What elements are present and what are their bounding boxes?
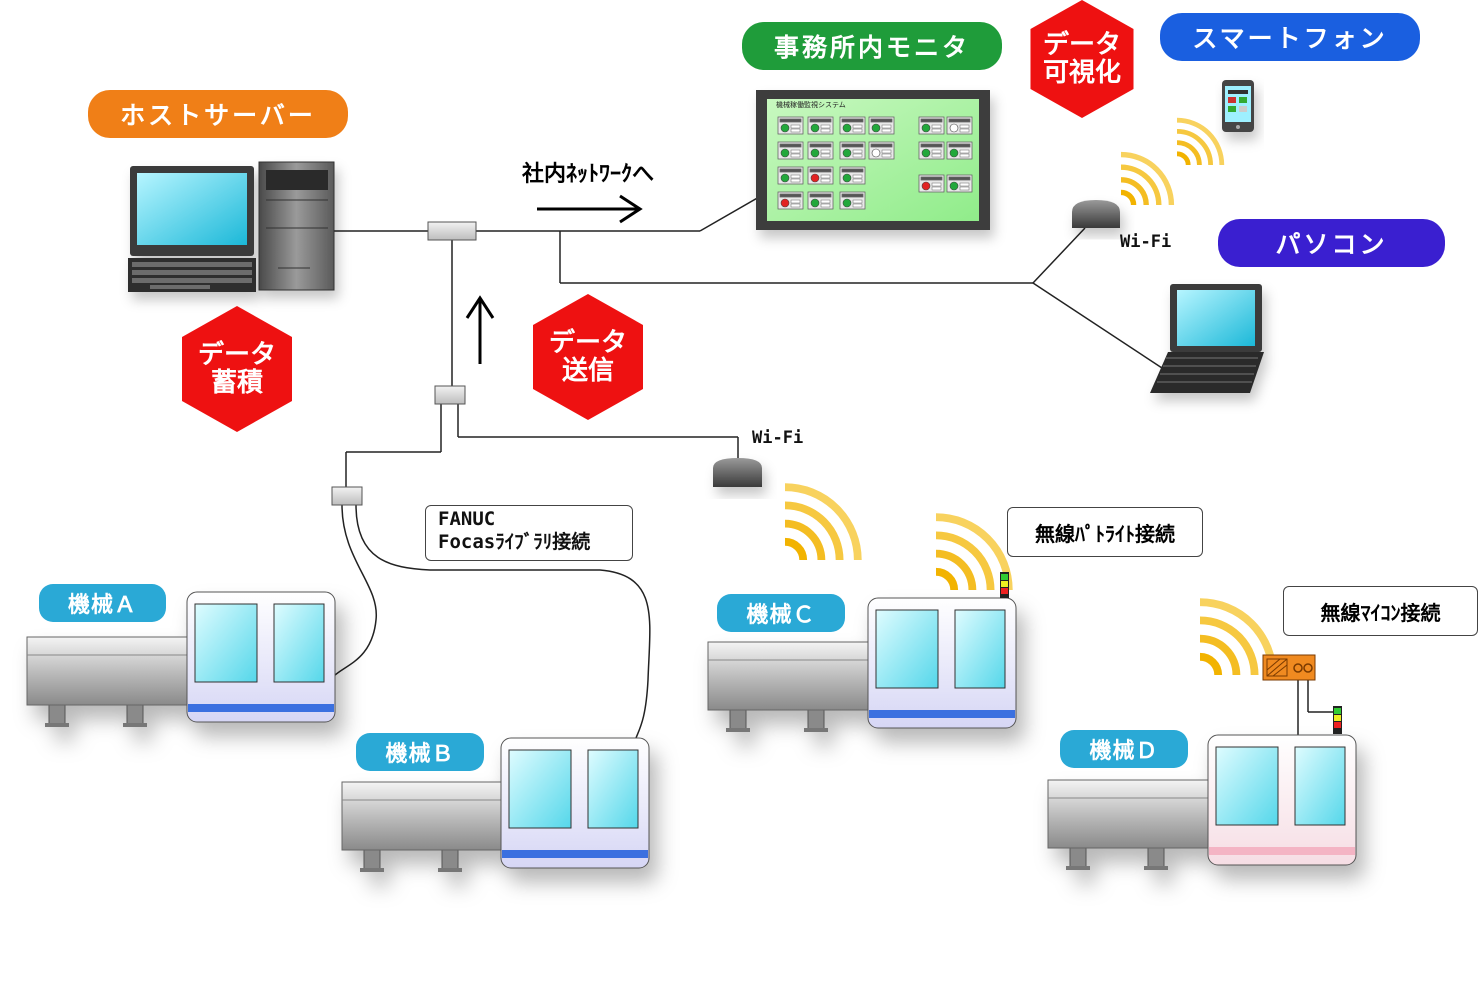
machine-d-icon <box>1047 734 1357 870</box>
machine-a-label: 機械Ａ <box>39 584 166 622</box>
fanuc-line-1: FANUC <box>438 508 496 530</box>
monitor-status-panel <box>946 116 973 135</box>
machine-c-label: 機械Ｃ <box>717 594 845 632</box>
monitor-status-panel <box>777 116 804 135</box>
monitor-status-panel <box>918 116 945 135</box>
wifi-label-top: Wi-Fi <box>1120 232 1172 252</box>
office-monitor-label: 事務所内モニタ <box>742 22 1002 70</box>
monitor-status-panel <box>868 116 895 135</box>
badge-line-2: 送信 <box>561 356 614 386</box>
wifi-waves-ap-top <box>1121 155 1171 205</box>
monitor-status-panel <box>839 141 866 160</box>
fanuc-callout: FANUC Focasﾗｲﾌﾞﾗﾘ接続 <box>425 505 633 561</box>
to-network-label: 社内ﾈｯﾄﾜｰｸへ <box>522 162 655 187</box>
machine-d-label: 機械Ｄ <box>1060 730 1188 768</box>
monitor-screen-title: 機械稼働監視システム <box>776 101 846 109</box>
access-point-top <box>1072 200 1120 228</box>
monitor-status-panel <box>918 174 945 193</box>
arrow-up <box>465 295 495 364</box>
signal-tower-c <box>1000 572 1009 598</box>
badge-line-1: データ <box>548 328 627 358</box>
monitor-status-panel <box>946 141 973 160</box>
wifi-waves-machine-c <box>936 517 1009 590</box>
host-server-label: ホストサーバー <box>88 90 348 138</box>
monitor-status-panel <box>777 191 804 210</box>
monitor-status-panel <box>946 174 973 193</box>
smartphone-label: スマートフォン <box>1160 13 1420 61</box>
badge-line-2: 蓄積 <box>210 368 263 398</box>
monitor-status-panel <box>777 166 804 185</box>
machine-b-label: 機械Ｂ <box>356 733 484 771</box>
badge-line-2: 可視化 <box>1042 58 1121 88</box>
wifi-waves-machine-d <box>1200 602 1273 675</box>
monitor-status-panel <box>807 191 834 210</box>
wifi-label-mid: Wi-Fi <box>752 428 804 448</box>
wifi-waves-ap-mid <box>785 487 858 560</box>
office-monitor-icon <box>756 90 990 230</box>
monitor-status-panel <box>777 141 804 160</box>
machine-c-icon <box>707 597 1017 732</box>
hub-low <box>331 486 363 506</box>
monitor-status-panel <box>839 166 866 185</box>
smartphone-icon <box>1222 80 1254 132</box>
hub-mid <box>434 385 466 405</box>
network-lines <box>333 192 1336 742</box>
hub-top <box>427 221 477 241</box>
machine-b-icon <box>341 737 650 872</box>
host-server-icon <box>128 161 335 292</box>
badge-data-visualize: データ可視化 <box>1030 0 1134 118</box>
monitor-status-panel <box>839 116 866 135</box>
badge-line-1: データ <box>197 340 276 370</box>
microcontroller-icon <box>1262 654 1316 681</box>
arrow-to-network <box>537 194 643 224</box>
access-point-mid <box>713 458 762 487</box>
badge-line-1: データ <box>1042 30 1121 60</box>
monitor-status-panel <box>807 116 834 135</box>
monitor-status-panel <box>807 166 834 185</box>
laptop-icon <box>1150 284 1264 393</box>
wifi-waves-phone <box>1177 120 1222 165</box>
signal-tower-d <box>1333 706 1342 734</box>
pc-label: パソコン <box>1218 219 1445 267</box>
wireless-patlite-callout: 無線ﾊﾟﾄﾗｲﾄ接続 <box>1007 507 1203 557</box>
monitor-status-panel <box>839 191 866 210</box>
monitor-status-panel <box>918 141 945 160</box>
badge-data-send: データ送信 <box>533 294 643 420</box>
machine-a-icon <box>26 591 336 727</box>
wireless-micon-callout: 無線ﾏｲｺﾝ接続 <box>1283 586 1478 636</box>
monitor-status-panel <box>868 141 895 160</box>
monitor-status-panel <box>807 141 834 160</box>
badge-data-accumulate: データ蓄積 <box>182 306 292 432</box>
fanuc-line-2: Focasﾗｲﾌﾞﾗﾘ接続 <box>438 531 591 553</box>
